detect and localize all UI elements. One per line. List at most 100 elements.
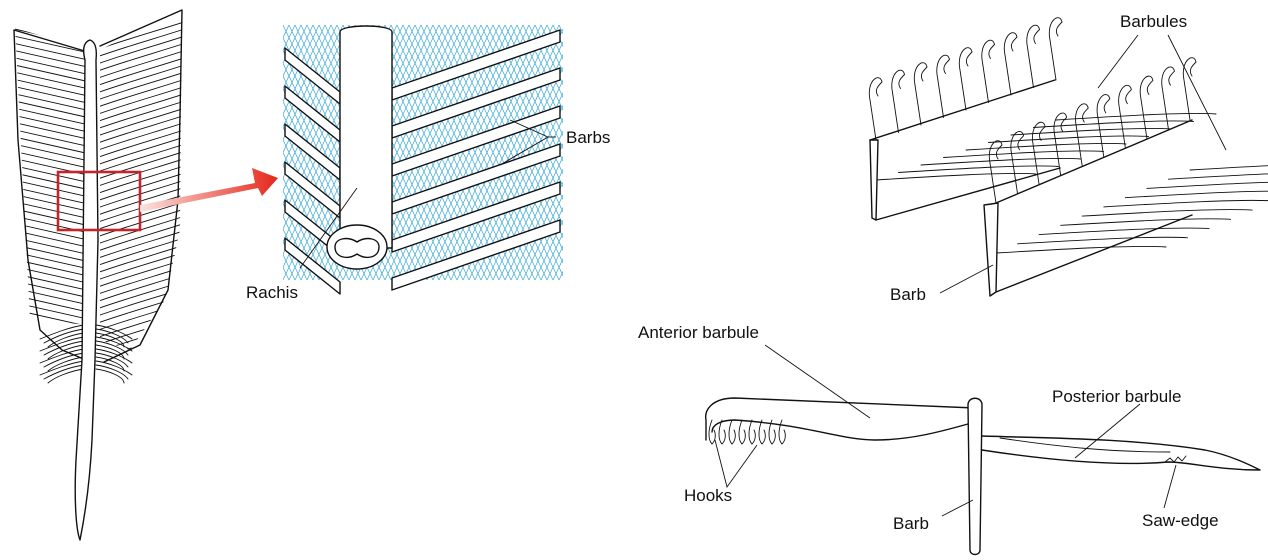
down-filament [48,369,84,383]
feather-barb-line [10,64,90,82]
feather-barb-line [96,236,190,266]
barb-lower-leader [942,500,973,516]
hooked-barbule [937,55,950,117]
hatch-stroke [613,25,733,280]
feather-barb-line [10,42,90,60]
hatch-stroke [595,25,715,280]
hatch-stroke [595,25,715,280]
feather-barb-line [10,302,90,320]
hooked-barbule [1097,95,1110,157]
down-filament [96,361,132,375]
hooked-barbule [914,63,927,125]
hook [749,420,755,444]
hatch-stroke [607,25,727,280]
posterior-barbule-strand [1125,191,1268,198]
hooks-leader [715,440,757,487]
feather-barb-line [96,106,190,136]
feather-barb-line [96,229,190,259]
feather-barb-line [10,287,90,305]
hook [719,420,725,444]
rear-barb [870,140,878,220]
down-filament [44,353,84,367]
barb-lower-label: Barb [893,514,929,533]
barbules-leader-b [1168,35,1226,150]
feather-barb-line [10,143,90,161]
barbules-label: Barbules [1120,12,1187,31]
hooks-label: Hooks [684,486,732,505]
feather-barb-line [10,107,90,125]
hatch-stroke [565,25,685,280]
posterior-barbule-label: Posterior barbule [1052,387,1181,406]
feather-barb-line [10,100,90,118]
anterior-barbule-outline [706,398,975,440]
hatch-stroke [133,25,253,280]
feather-barb-line [10,35,90,53]
hatch-stroke [151,25,271,280]
feather-barb-line [10,266,90,284]
down-filament [44,341,84,355]
zoom-arrow-icon [140,168,278,212]
barb-upper-leader [940,265,993,293]
feather-barb-line [96,128,190,158]
hatch-stroke [553,25,673,280]
feather-barb-line [10,273,90,291]
posterior-barbule-strand [899,166,1059,173]
closeup-rachis-section-inner [335,239,379,258]
hatch-stroke [157,25,277,280]
hatch-stroke [571,25,691,280]
posterior-barbule-strand [1168,173,1268,180]
saw-edge-teeth [1165,456,1186,462]
feather-barb-line [10,237,90,255]
hook [739,420,745,444]
hatch-stroke [631,25,751,280]
barbule-interlock: Barbules Barb [869,12,1268,304]
hatch-stroke [169,25,289,280]
hooked-barbule [959,48,972,110]
feather-barb-line [96,272,190,302]
down-filament [44,365,84,379]
hatch-stroke [115,25,235,280]
feather-barb-line [96,92,190,122]
closeup-barbs [285,30,560,294]
hatch-stroke [145,25,265,280]
feather-barb-line [10,122,90,140]
front-barb-barbules [989,58,1268,253]
hatch-stroke [151,25,271,280]
posterior-barbule-strand [1039,228,1209,235]
hatch-stroke [601,25,721,280]
rachis-label: Rachis [246,283,298,302]
hatch-stroke [577,25,697,280]
hatch-stroke [115,25,235,280]
feather-barb-line [96,171,190,201]
posterior-barbule-strand [1082,210,1252,217]
posterior-barbule-strand [1061,219,1231,226]
hatch-stroke [145,25,265,280]
feather-barbs-right [96,20,190,360]
posterior-barbule-strand [1104,200,1268,207]
hatch-stroke [553,25,673,280]
hatch-stroke [625,25,745,280]
posterior-barbule-strand [1147,182,1268,189]
hooked-barbule [1049,18,1062,80]
feather-barb-line [96,294,190,324]
feather-barb-line [96,222,190,252]
hatch-stroke [571,25,691,280]
feather-barb-line [10,86,90,104]
posterior-barbule-strand [921,158,1081,165]
feather-barb-line [96,250,190,280]
feather-barb-line [96,49,190,79]
hatch-stroke [589,25,709,280]
hatch-stroke [169,25,289,280]
feather-barb-line [10,309,90,327]
hooked-barbule [1076,104,1089,166]
hook [759,420,765,444]
feather-barb-line [96,85,190,115]
feather-barb-line [10,294,90,312]
hooked-barbule [1004,33,1017,95]
feather-barb-line [96,258,190,288]
feather-barb-line [96,286,190,316]
hatch-stroke [175,25,295,280]
feather-barb-line [96,308,190,338]
feather-barb-line [10,136,90,154]
